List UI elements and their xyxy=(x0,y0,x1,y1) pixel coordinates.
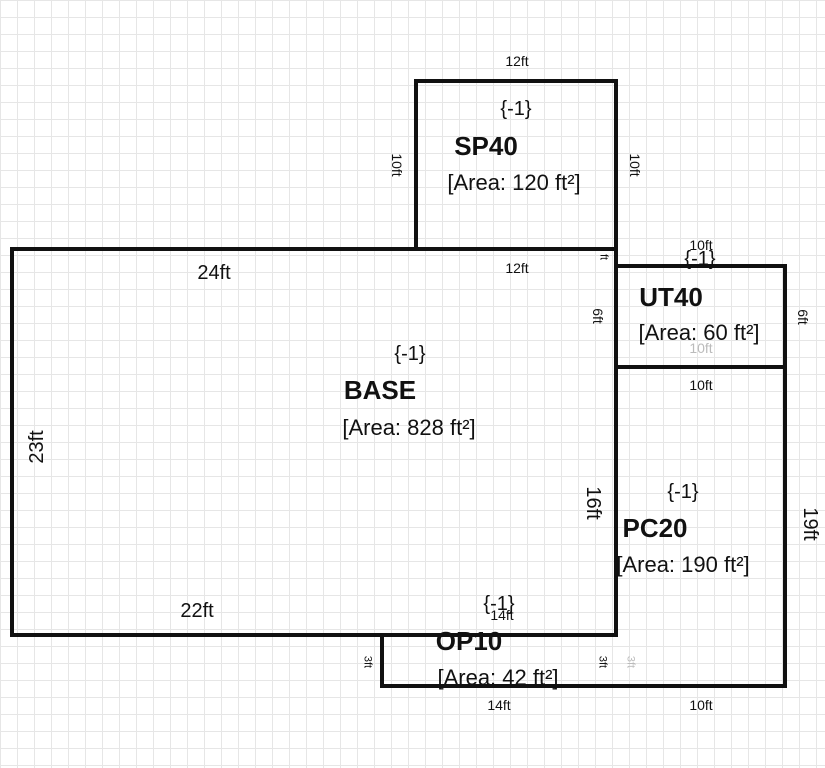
pc20-outline[interactable] xyxy=(616,365,787,688)
ut40-code: UT40 xyxy=(639,282,703,312)
op10-left-dimension: 3ft xyxy=(361,655,374,669)
pc20-area: [Area: 190 ft²] xyxy=(616,552,750,577)
ut40-right-dimension: 6ft xyxy=(795,309,811,325)
base-right-upper-dimension: 6ft xyxy=(590,308,606,324)
pc20-number: {-1} xyxy=(667,481,699,503)
ut40-number: {-1} xyxy=(684,248,716,270)
sp40-left-dimension: 10ft xyxy=(389,153,405,177)
base-right-lower-dimension: 16ft xyxy=(582,486,604,520)
op10-number: {-1} xyxy=(483,593,515,615)
base-area: [Area: 828 ft²] xyxy=(342,415,476,440)
op10-top-dimension: 14ft xyxy=(490,607,514,623)
sp40-code: SP40 xyxy=(454,131,518,161)
base-top-dimension: 24ft xyxy=(197,262,231,284)
op10-area: [Area: 42 ft²] xyxy=(437,665,559,690)
op10-code: OP10 xyxy=(435,626,503,656)
base-number: {-1} xyxy=(394,343,426,365)
ut40-top-dimension: 10ft xyxy=(689,237,713,253)
sp40-top-dimension: 12ft xyxy=(505,53,529,69)
base-outline[interactable] xyxy=(10,247,618,637)
sp40-outline[interactable] xyxy=(414,79,618,249)
ut40-bottom-inner-dimension: 10ft xyxy=(689,340,713,356)
ut40-area: [Area: 60 ft²] xyxy=(638,320,760,345)
sp40-number: {-1} xyxy=(500,98,532,120)
op10-bottom-dimension: 14ft xyxy=(487,697,511,713)
sp40-area: [Area: 120 ft²] xyxy=(447,170,581,195)
pc20-code: PC20 xyxy=(622,513,688,543)
op10-right-dimension: 3ft xyxy=(596,655,609,669)
sp40-bottom-dimension: 12ft xyxy=(505,260,529,276)
ut40-bottom-dimension: 10ft xyxy=(689,377,713,393)
base-bottom-dimension: 22ft xyxy=(180,600,214,622)
base-left-dimension: 23ft xyxy=(26,430,48,464)
corner-dimension: ft xyxy=(597,253,610,261)
base-code: BASE xyxy=(343,375,417,405)
sp40-right-dimension: 10ft xyxy=(627,153,643,177)
op10-right-inner-dimension: 3ft xyxy=(624,655,637,669)
op10-outline[interactable] xyxy=(380,635,616,688)
pc20-bottom-dimension: 10ft xyxy=(689,697,713,713)
pc20-right-dimension: 19ft xyxy=(799,507,821,541)
